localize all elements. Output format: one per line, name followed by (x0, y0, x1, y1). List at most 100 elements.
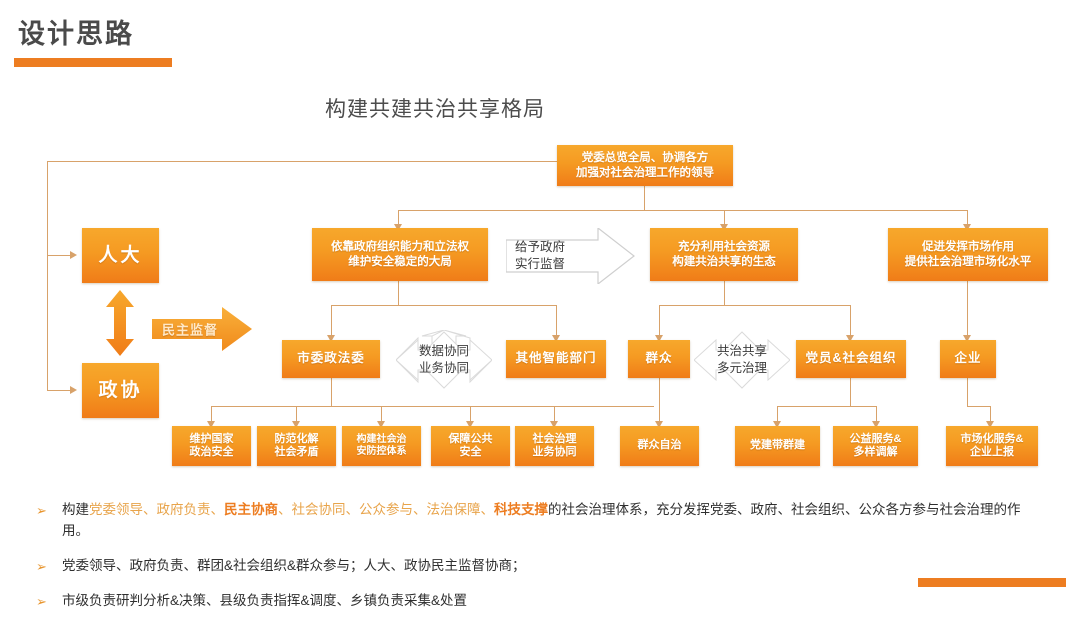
leaf-governance-business-collab-label: 社会治理 业务协同 (532, 432, 577, 458)
arrow-bottom-6 (654, 421, 663, 428)
arrow-level1-2 (719, 224, 728, 231)
bullet-segment: 、社会协同、公众参与、法治保障、 (278, 502, 494, 517)
arrow-to-renda (70, 250, 77, 259)
bullet-segment: 的社会治理体系，充分发挥党委、政府、社会组织、公众各方参与社会治理的作用。 (62, 502, 1021, 538)
connector-shiwei-bar (211, 406, 654, 408)
node-public[interactable]: 群众 (628, 340, 690, 378)
node-top-party-label: 党委总览全局、协调各方 加强对社会治理工作的领导 (576, 152, 714, 179)
node-municipal-political-legal-label: 市委政法委 (297, 351, 365, 366)
leaf-public-self-governance-label: 群众自治 (637, 439, 682, 452)
connector-b8-drop (876, 406, 878, 424)
node-top-party[interactable]: 党委总览全局、协调各方 加强对社会治理工作的领导 (557, 145, 733, 186)
connector-to-renda (47, 255, 71, 257)
leaf-public-welfare-mediation[interactable]: 公益服务& 多样调解 (833, 426, 918, 466)
bullet-segment: 党委领导、政府负责、 (89, 502, 224, 517)
connector-l1b1-stub (398, 281, 400, 305)
arrow-co-governance[interactable]: 共治共享 多元治理 (693, 330, 791, 390)
connector-top-stub (644, 186, 646, 210)
leaf-public-safety-label: 保障公共 安全 (448, 432, 493, 458)
connector-b7-drop (777, 406, 779, 424)
leaf-market-service-reporting-label: 市场化服务& 企业上报 (960, 432, 1024, 458)
arrow-bottom-1 (206, 421, 215, 428)
node-party-social-org[interactable]: 党员&社会组织 (796, 340, 906, 378)
bullet-text: 党委领导、政府负责、群团&社会组织&群众参与；人大、政协民主监督协商； (62, 556, 526, 577)
arrow-democratic-supervision-label: 民主监督 (162, 322, 219, 338)
connector-level1-drop-1 (398, 210, 400, 228)
bullet-list: ➢构建党委领导、政府负责、民主协商、社会协同、公众参与、法治保障、科技支撑的社会… (36, 500, 1046, 626)
arrow-bottom-9 (985, 421, 994, 428)
bullet-item: ➢ 党委领导、政府负责、群团&社会组织&群众参与；人大、政协民主监督协商； (36, 556, 1046, 577)
arrow-bottom-5 (549, 421, 558, 428)
bullet-text: 市级负责研判分析&决策、县级负责指挥&调度、乡镇负责采集&处置 (62, 591, 467, 612)
connector-b5-drop (554, 406, 556, 424)
arrow-to-zhengxie (70, 385, 77, 394)
leaf-public-self-governance[interactable]: 群众自治 (620, 426, 699, 466)
node-enterprise[interactable]: 企业 (940, 340, 996, 378)
connector-b2-drop (296, 406, 298, 424)
arrow-to-qiye (962, 335, 971, 342)
connector-to-qita (556, 305, 558, 338)
bullet-marker-icon: ➢ (36, 558, 47, 574)
node-social-resources-label: 充分利用社会资源 构建共治共享的生态 (672, 241, 776, 268)
title-underline-rule (14, 58, 172, 67)
connector-qiye-bar (967, 406, 991, 408)
node-gov-capacity-label: 依靠政府组织能力和立法权 维护安全稳定的大局 (331, 241, 469, 268)
connector-to-qunzhong-zizhi (659, 378, 661, 424)
leaf-social-conflict-resolution[interactable]: 防范化解 社会矛盾 (257, 426, 336, 466)
arrow-to-dangyuan (845, 335, 854, 342)
leaf-public-welfare-mediation-label: 公益服务& 多样调解 (849, 432, 902, 458)
connector-to-dangyuan (850, 305, 852, 338)
connector-l1b2-stub (724, 281, 726, 305)
bullet-segment: 党委领导、政府负责、群团&社会组织&群众参与；人大、政协民主监督协商； (62, 557, 526, 573)
double-arrow-icon (103, 290, 137, 356)
connector-dangyuan-stub (850, 378, 852, 406)
leaf-governance-business-collab[interactable]: 社会治理 业务协同 (515, 426, 594, 466)
connector-level1-drop-2 (724, 210, 726, 228)
arrow-to-qita (551, 335, 560, 342)
connector-l1b1-bar (331, 305, 557, 307)
arrow-bottom-2 (291, 421, 300, 428)
bullet-segment: 市级负责研判分析&决策、县级负责指挥&调度、乡镇负责采集&处置 (62, 592, 468, 608)
node-social-resources[interactable]: 充分利用社会资源 构建共治共享的生态 (650, 228, 798, 281)
connector-to-shiwei (331, 305, 333, 338)
bullet-segment: 科技支撑 (494, 502, 548, 517)
connector-to-qiye (967, 281, 969, 338)
connector-level1-bar (398, 210, 968, 212)
connector-level1-drop-3 (967, 210, 969, 228)
leaf-public-safety[interactable]: 保障公共 安全 (431, 426, 510, 466)
arrow-bottom-3 (376, 421, 385, 428)
bullet-item: ➢ 市级负责研判分析&决策、县级负责指挥&调度、乡镇负责采集&处置 (36, 591, 1046, 612)
connector-b3-drop (381, 406, 383, 424)
node-gov-capacity[interactable]: 依靠政府组织能力和立法权 维护安全稳定的大局 (312, 228, 488, 281)
leaf-public-security-system[interactable]: 构建社会治 安防控体系 (342, 426, 421, 466)
arrow-bottom-8 (871, 421, 880, 428)
connector-to-qunzhong (659, 305, 661, 338)
bullet-marker-icon: ➢ (36, 593, 47, 609)
node-other-smart-depts[interactable]: 其他智能部门 (506, 340, 606, 378)
leaf-party-building[interactable]: 党建带群建 (735, 426, 820, 466)
bullet-segment: 构建 (62, 502, 89, 517)
leaf-market-service-reporting[interactable]: 市场化服务& 企业上报 (946, 426, 1038, 466)
node-renda-label: 人大 (98, 244, 143, 266)
connector-b4-drop (470, 406, 472, 424)
arrow-gov-supervision[interactable]: 给予政府 实行监督 (505, 226, 636, 286)
leaf-national-political-security[interactable]: 维护国家 政治安全 (172, 426, 251, 466)
node-renda[interactable]: 人大 (82, 228, 159, 283)
connector-b9-drop (990, 406, 992, 424)
node-municipal-political-legal[interactable]: 市委政法委 (282, 340, 380, 378)
connector-top-to-left-rail (47, 161, 562, 163)
node-enterprise-label: 企业 (954, 351, 982, 366)
node-market-role[interactable]: 促进发挥市场作用 提供社会治理市场化水平 (888, 228, 1048, 281)
arrow-data-collaboration[interactable]: 数据协同 业务协同 (395, 329, 493, 390)
node-zhengxie-label: 政协 (98, 379, 143, 401)
diagram-title: 构建共建共治共享格局 (0, 93, 1080, 123)
connector-shiwei-stub (331, 378, 333, 406)
page-title: 设计思路 (18, 19, 134, 49)
node-other-smart-depts-label: 其他智能部门 (515, 351, 597, 366)
arrow-democratic-supervision[interactable]: 民主监督 (152, 307, 252, 351)
connector-dangyuan-bar (777, 406, 877, 408)
node-zhengxie[interactable]: 政协 (82, 363, 159, 418)
connector-l1b2-bar (659, 305, 851, 307)
connector-b1-drop (211, 406, 213, 424)
footer-accent-rule (918, 578, 1066, 587)
